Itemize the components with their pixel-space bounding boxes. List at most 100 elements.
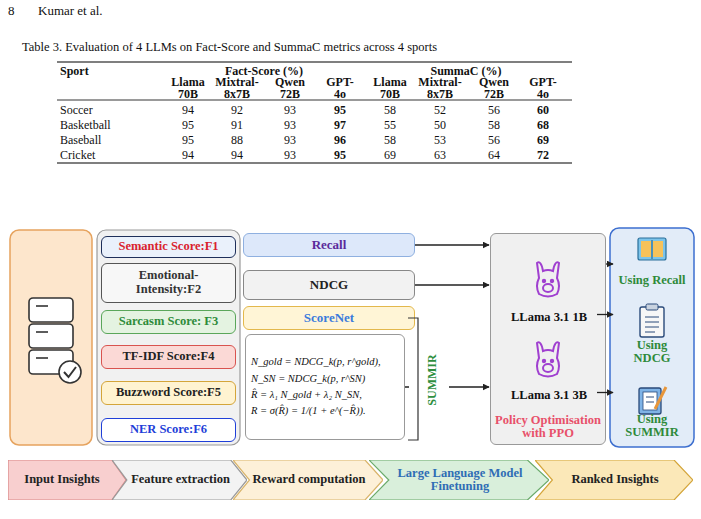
- chevron-outline: [112, 460, 247, 500]
- table-cell: 95: [320, 149, 360, 162]
- table-cell: 69: [370, 149, 410, 162]
- table-cell: 96: [320, 134, 360, 147]
- flow-arrow: [606, 263, 613, 264]
- feature-box: TF-IDF Score:F4: [101, 345, 236, 369]
- table-cell: 58: [370, 134, 410, 147]
- table-header: Llama 70B: [164, 76, 212, 100]
- table-header: Qwen 72B: [470, 76, 518, 100]
- table-cell: 63: [420, 149, 460, 162]
- table-header: Qwen 72B: [266, 76, 314, 100]
- node-text: NER Score:F6: [130, 423, 207, 437]
- table-cell: Baseball: [60, 134, 101, 147]
- chevron-outline: [8, 460, 126, 500]
- table-cell: Cricket: [60, 149, 95, 162]
- table-cell: 68: [523, 119, 563, 132]
- flow-arrow: [405, 386, 489, 387]
- formula-line: R̂ = λ₁ N_gold + λ₂ N_SN,: [251, 387, 362, 403]
- table-cell: 55: [370, 119, 410, 132]
- feature-box: Emotional-Intensity:F2: [101, 263, 236, 303]
- table-header: Mixtral-8x7B: [417, 76, 463, 100]
- chevron-outline: [535, 460, 693, 500]
- node-text: Recall: [312, 238, 347, 252]
- table-header: GPT-4o: [323, 76, 357, 100]
- flow-arrow: [415, 284, 489, 285]
- table-cell: 69: [523, 134, 563, 147]
- table-cell: 95: [320, 104, 360, 117]
- node-text: Emotional-Intensity:F2: [124, 269, 213, 297]
- node-text: Input Insights: [24, 473, 99, 486]
- node-text: Policy Optimisation with PPO: [494, 414, 602, 442]
- node-text: Feature extraction: [131, 473, 230, 486]
- table-header: Llama 70B: [366, 76, 414, 100]
- table-header: GPT-4o: [526, 76, 560, 100]
- table-cell: 97: [320, 119, 360, 132]
- stage-chevron: Ranked Insights: [535, 460, 693, 500]
- table-cell: 56: [474, 104, 514, 117]
- node-text: LLama 3.1 1B: [511, 311, 587, 325]
- node-text: Reward computation: [253, 473, 366, 486]
- table-cell: 72: [523, 149, 563, 162]
- feature-panel: [97, 230, 240, 445]
- flow-arrow: [597, 392, 613, 393]
- page-number: 8: [8, 4, 15, 18]
- table-cell: 93: [270, 149, 310, 162]
- clipboard-icon: [640, 304, 664, 337]
- table-cell: 93: [270, 134, 310, 147]
- table-cell: 50: [420, 119, 460, 132]
- table-cell: 91: [217, 119, 257, 132]
- node-text: Using NDCG: [618, 339, 686, 367]
- formula-line: R = σ(R̂) = 1/(1 + e^(−R̂)).: [251, 403, 366, 419]
- feature-box: Semantic Score:F1: [101, 236, 236, 258]
- feature-box: NER Score:F6: [101, 418, 236, 442]
- book-icon: [638, 238, 666, 260]
- table-rule: [57, 162, 572, 163]
- flow-arrow: [415, 244, 489, 245]
- chevron-outline: [233, 460, 383, 500]
- table-caption: Table 3. Evaluation of 4 LLMs on Fact-Sc…: [22, 41, 682, 55]
- node-text: Ranked Insights: [571, 473, 658, 486]
- stage-chevron: Input Insights: [8, 460, 126, 500]
- table-cell: 95: [168, 134, 208, 147]
- table-cell: 60: [523, 104, 563, 117]
- node-text: Large Language Model Finetuning: [387, 467, 533, 493]
- table-cell: 92: [217, 104, 257, 117]
- stage-chevron: Reward computation: [233, 460, 383, 500]
- table-cell: 94: [217, 149, 257, 162]
- stage-chevron: Large Language Model Finetuning: [369, 460, 549, 500]
- table-cell: 64: [474, 149, 514, 162]
- node-text: TF-IDF Score:F4: [123, 350, 215, 364]
- stage-chevron: Feature extraction: [112, 460, 247, 500]
- formula-line: N_SN = NDCG_k(p, r^SN): [251, 371, 365, 387]
- table-header: Sport: [60, 65, 89, 78]
- flow-arrow: [597, 314, 613, 315]
- feature-box: Sarcasm Score: F3: [101, 310, 236, 334]
- metric-box: Recall: [243, 233, 415, 257]
- metric-box: ScoreNet: [243, 306, 415, 330]
- table-header: Mixtral-8x7B: [214, 76, 260, 100]
- table-cell: 93: [270, 104, 310, 117]
- group-bracket: [408, 318, 418, 440]
- node-text: ScoreNet: [304, 311, 354, 325]
- llama-icon: [537, 342, 559, 376]
- node-text: Using SUMMIR: [618, 413, 686, 441]
- input-panel: [10, 230, 92, 445]
- table-cell: 58: [370, 104, 410, 117]
- chevron-outline: [369, 460, 549, 500]
- table-cell: Basketball: [60, 119, 111, 132]
- output-panel: [610, 228, 694, 447]
- database-icon: [29, 298, 81, 383]
- model-panel: Policy Optimisation with PPO LLama 3.1 1B…: [490, 233, 606, 445]
- table-cell: 94: [168, 149, 208, 162]
- table-cell: 95: [168, 119, 208, 132]
- feature-box: Buzzword Score:F5: [101, 381, 236, 405]
- table-cell: 52: [420, 104, 460, 117]
- node-text: Using Recall: [618, 274, 685, 288]
- table-cell: 56: [474, 134, 514, 147]
- table-cell: 88: [217, 134, 257, 147]
- formula-box: N_gold = NDCG_k(p, r^gold),N_SN = NDCG_k…: [245, 334, 405, 440]
- table-cell: 94: [168, 104, 208, 117]
- table-cell: 93: [270, 119, 310, 132]
